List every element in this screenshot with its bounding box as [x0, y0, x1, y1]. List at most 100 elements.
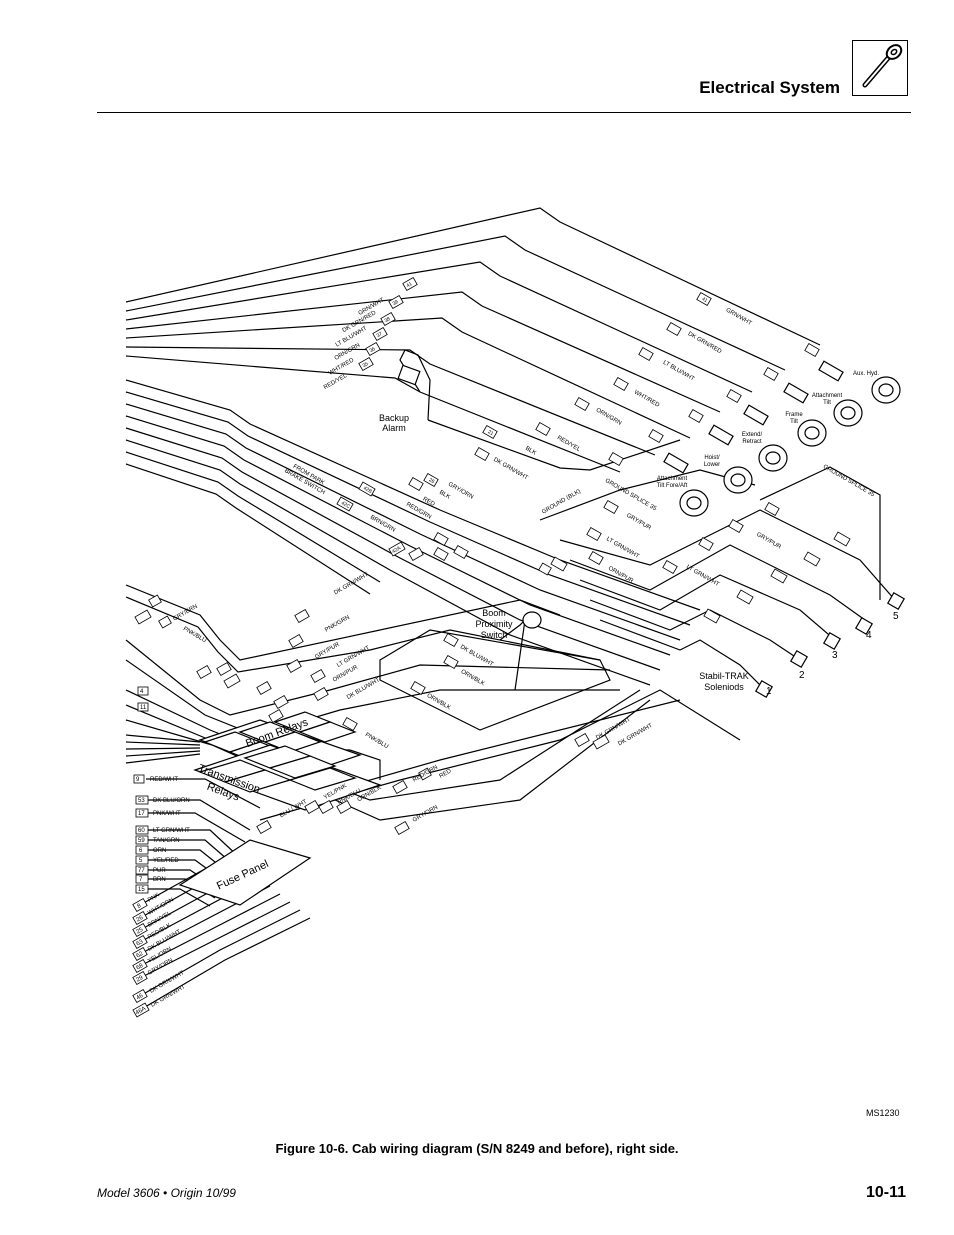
- stabil-trak-label-1: Stabil-TRAK: [699, 671, 749, 681]
- mid-wire-label: BRN/GRN: [369, 515, 396, 534]
- top-wire-label: RED/YEL: [323, 373, 349, 391]
- stabil-number-3: 3: [832, 650, 838, 661]
- aux-hyd-label: Aux. Hyd.: [853, 371, 879, 377]
- backup-alarm-label-2: Alarm: [382, 423, 406, 433]
- ground-splice-label-1: GROUND SPLICE 35: [822, 464, 876, 499]
- extend-retract-label-1: Extend/: [742, 432, 763, 438]
- extend-retract-label-2: Retract: [742, 439, 762, 445]
- wire-tag: 39: [392, 299, 400, 307]
- stabil-trak-label-2: Soleniods: [704, 682, 744, 692]
- lower-wire-label: ORN/BLK: [460, 669, 486, 687]
- stabil-number-2: 2: [799, 670, 805, 681]
- fuse-lead-color: BRN: [153, 877, 166, 883]
- fuse-lead-number: 15: [138, 887, 145, 893]
- mid-wire-label: GRY/PUR: [755, 532, 782, 551]
- diag-lead-color: PNK: [147, 892, 161, 903]
- figure-caption: Figure 10-6. Cab wiring diagram (S/N 824…: [275, 1141, 679, 1156]
- wire-tag: 36: [369, 346, 377, 354]
- wire-tag: 42A: [391, 545, 402, 555]
- fuse-lead-color: YEL/RED: [153, 858, 179, 864]
- attachment-tilt-label-2: Tilt: [823, 400, 831, 406]
- fuse-lead-color: RED/WHT: [150, 777, 178, 783]
- boom-switch-label-1: Boom: [482, 608, 506, 618]
- diag-lead-number: 46: [136, 993, 145, 1002]
- relay-wire-label: GRY/ORN: [412, 805, 439, 824]
- frame-tilt-label-2: Tilt: [790, 419, 798, 425]
- lower-wire-label: DK BLU/WHT: [459, 644, 494, 668]
- wire-tag: 41: [406, 281, 414, 289]
- fuse-lead-color: LT GRN/WHT: [153, 828, 190, 834]
- mid-wire-label: GRY/ORN: [447, 482, 474, 501]
- lower-wire-label: GRY/PUR: [314, 641, 341, 660]
- right-wire-label: DK GRN/WHT: [492, 457, 529, 482]
- fuse-lead-number: 6: [139, 848, 143, 854]
- wire-tag: 42C: [340, 500, 351, 510]
- diag-lead-number: 63: [136, 939, 145, 948]
- fuse-lead-number: 77: [138, 868, 145, 874]
- mid-wire-label: LT GRN/WHT: [605, 536, 640, 560]
- fuse-lead-number: 60: [138, 828, 145, 834]
- boom-switch-label-2: Proximity: [475, 619, 513, 629]
- stabil-number-4: 4: [866, 630, 872, 641]
- diag-lead-number: 26: [136, 915, 145, 924]
- wire-tag: 38: [384, 316, 392, 324]
- fuse-lead-color: PUR: [153, 868, 166, 874]
- relay-wire-label: RED/GRN: [412, 765, 439, 784]
- wrench-icon: [852, 40, 908, 96]
- lower-wire-label: ORN/BLK: [426, 693, 452, 711]
- lower-wire-label: PNK/BLU: [182, 626, 207, 644]
- frame-tilt-label-1: Frame: [785, 412, 803, 418]
- fuse-lead-color: DK BLU/ORN: [153, 798, 190, 804]
- right-wire-label: GRN/WHT: [725, 307, 753, 327]
- hoist-lower-label-2: Lower: [704, 462, 720, 468]
- lower-wire-label: PNK/BLU: [364, 732, 389, 750]
- header-rule: [97, 112, 911, 113]
- fuse-lead-color: TAN/GRN: [153, 838, 180, 844]
- diag-lead-number: 25: [136, 927, 145, 936]
- wire-tag: 42B: [362, 485, 373, 495]
- page-number: 10-11: [865, 1184, 906, 1201]
- hoist-lower-label-1: Hoist/: [704, 455, 720, 461]
- diag-lead-number: 46A: [135, 1006, 147, 1017]
- fore-aft-label-2: Tilt Fore/Aft: [657, 483, 688, 489]
- diag-lead-number: 8: [136, 903, 142, 910]
- fuse-lead-color: PNK/WHT: [153, 811, 181, 817]
- right-wire-label: RED/YEL: [556, 435, 582, 453]
- section-title: Electrical System: [699, 78, 840, 97]
- right-wire-label: ORN/GRN: [595, 407, 623, 426]
- lower-wire-label: PNK/GRN: [324, 615, 351, 634]
- fuse-lead-number: 9: [136, 777, 140, 783]
- fuse-lead-number: 59: [138, 838, 145, 844]
- diag-lead-number: 29: [136, 975, 145, 984]
- fuse-lead-number: 53: [138, 798, 145, 804]
- left-tag: 4: [140, 689, 144, 695]
- mid-wire-label: GRY/PUR: [625, 513, 652, 532]
- right-wire-label: WHT/RED: [633, 390, 661, 410]
- attachment-tilt-label-1: Attachment: [812, 393, 843, 399]
- mid-wire-label: BLK: [438, 490, 451, 501]
- wire-tag: 26: [428, 477, 436, 485]
- diag-lead-number: 68: [136, 963, 145, 972]
- stabil-number-5: 5: [893, 611, 899, 622]
- fuse-lead-number: 7: [139, 877, 143, 883]
- fore-aft-label-1: Attachment: [657, 476, 688, 482]
- wire-tag: 41: [701, 296, 709, 304]
- backup-alarm-label-1: Backup: [379, 413, 409, 423]
- lower-wire-label: ORN/PUR: [332, 664, 360, 683]
- left-tag: 11: [140, 705, 147, 711]
- fuse-lead-number: 5: [139, 858, 143, 864]
- wire-tag: 37: [376, 331, 384, 339]
- fuse-lead-number: 17: [138, 811, 145, 817]
- diag-lead-number: 62: [136, 951, 145, 960]
- boom-switch-label-3: Switch: [481, 630, 508, 640]
- stabil-number-1: 1: [766, 686, 772, 697]
- wire-tag: 35: [362, 361, 370, 369]
- figure-id: MS1230: [866, 1108, 900, 1118]
- mid-wire-label: DK GRN/WHT: [333, 572, 370, 597]
- right-wire-label: DK GRN/RED: [687, 331, 723, 355]
- fuse-lead-color: ORN: [153, 848, 166, 854]
- right-wire-label: BLK: [524, 446, 537, 457]
- relay-wire-label: RED: [439, 768, 454, 780]
- footer-model: Model 3606 • Origin 10/99: [97, 1186, 236, 1200]
